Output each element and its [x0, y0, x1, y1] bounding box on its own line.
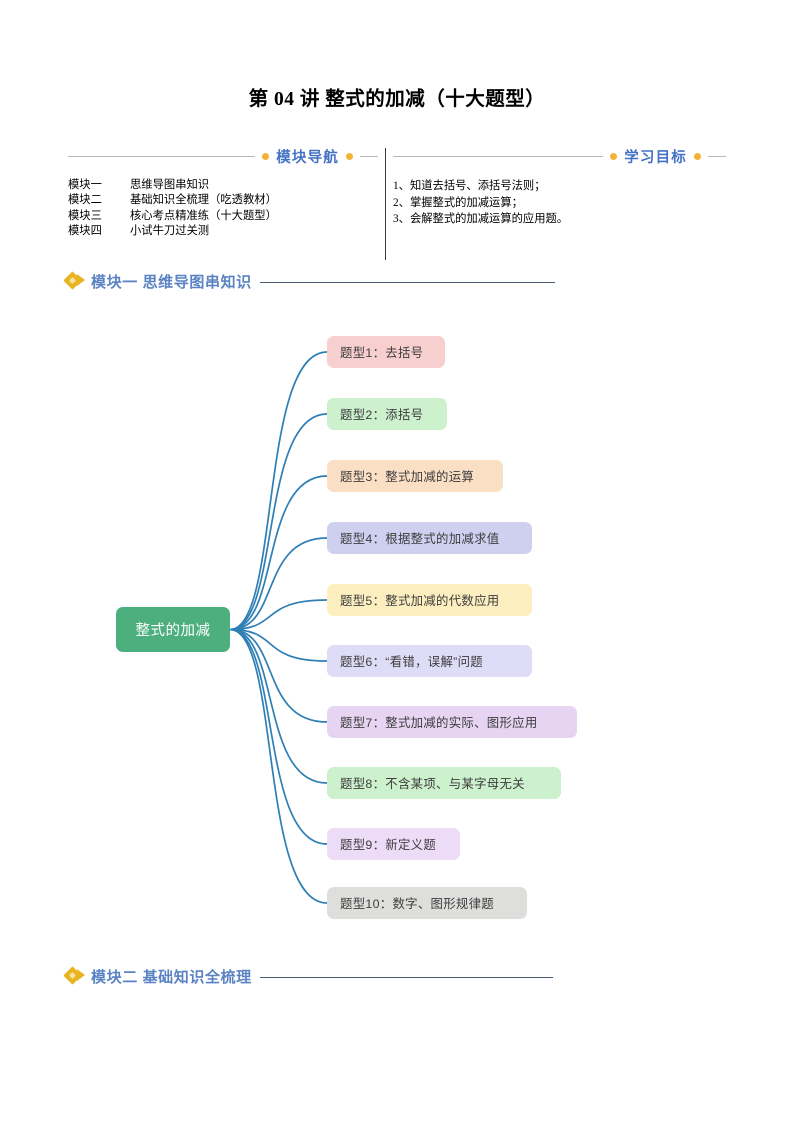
learning-goals-list: 1、知道去括号、添括号法则； 2、掌握整式的加减运算； 3、会解整式的加减运算的…: [393, 178, 726, 228]
list-item: 模块二 基础知识全梳理（吃透教材）: [68, 193, 378, 208]
bullet-dot-icon: [262, 152, 270, 160]
mindmap-node-label: 题型10：数字、图形规律题: [340, 897, 494, 911]
module-navigation-panel: 模块导航 模块一 思维导图串知识 模块二 基础知识全梳理（吃透教材） 模块三 核…: [68, 145, 378, 239]
header-area: 模块导航 模块一 思维导图串知识 模块二 基础知识全梳理（吃透教材） 模块三 核…: [68, 145, 726, 263]
mindmap-node-label: 题型8：不含某项、与某字母无关: [340, 777, 525, 791]
mindmap-root-label: 整式的加减: [135, 623, 211, 639]
module-key: 模块二: [68, 194, 102, 207]
module-value: 基础知识全梳理（吃透教材）: [130, 194, 277, 207]
heading-rule-left: [68, 155, 256, 157]
list-item: 模块四 小试牛刀过关测: [68, 224, 378, 239]
module-value: 核心考点精准练（十大题型）: [130, 209, 277, 222]
list-item: 3、会解整式的加减运算的应用题。: [393, 213, 569, 225]
module-value: 思维导图串知识: [130, 179, 210, 191]
mindmap-node-3[interactable]: 题型3：整式加减的运算: [327, 460, 503, 492]
mindmap-node-10[interactable]: 题型10：数字、图形规律题: [327, 887, 527, 919]
mindmap-node-label: 题型2：添括号: [340, 408, 424, 422]
heading-rule-left: [393, 155, 604, 157]
mindmap-node-7[interactable]: 题型7：整式加减的实际、图形应用: [327, 706, 577, 738]
mindmap-node-9[interactable]: 题型9：新定义题: [327, 828, 460, 860]
module-key: 模块三: [68, 209, 102, 222]
mindmap-connectors: [229, 351, 328, 904]
mindmap-node-label: 题型6：“看错，误解”问题: [340, 655, 483, 669]
learning-goals-panel: 学习目标 1、知道去括号、添括号法则； 2、掌握整式的加减运算； 3、会解整式的…: [393, 145, 726, 228]
mindmap-node-8[interactable]: 题型8：不含某项、与某字母无关: [327, 767, 561, 799]
mindmap-node-2[interactable]: 题型2：添括号: [327, 398, 447, 430]
section-heading-module-1: 模块一 思维导图串知识: [63, 268, 706, 294]
list-item: 模块一 思维导图串知识: [68, 178, 378, 193]
section-heading-module-2: 模块二 基础知识全梳理: [63, 963, 706, 989]
module-key: 模块四: [68, 224, 102, 237]
list-item: 模块三 核心考点精准练（十大题型）: [68, 209, 378, 224]
module-value: 小试牛刀过关测: [130, 224, 210, 237]
mindmap-node-label: 题型3：整式加减的运算: [340, 470, 475, 484]
module-key: 模块一: [68, 179, 102, 191]
mindmap-node-6[interactable]: 题型6：“看错，误解”问题: [327, 645, 532, 677]
module-navigation-heading: 模块导航: [68, 145, 378, 167]
mindmap-node-label: 题型9：新定义题: [340, 838, 437, 852]
mindmap-node-label: 题型5：整式加减的代数应用: [340, 594, 500, 608]
list-item: 2、掌握整式的加减运算；: [393, 196, 523, 209]
header-divider: [385, 148, 386, 260]
heading-rule-right: [708, 155, 726, 157]
bullet-dot-icon: [610, 152, 618, 160]
learning-goals-heading: 学习目标: [393, 145, 726, 167]
mindmap-node-label: 题型4：根据整式的加减求值: [340, 532, 500, 546]
heading-rule-right: [360, 155, 378, 157]
mindmap-node-label: 题型7：整式加减的实际、图形应用: [340, 716, 538, 730]
section-title: 模块一 思维导图串知识: [91, 273, 252, 291]
mindmap-node-5[interactable]: 题型5：整式加减的代数应用: [327, 584, 532, 616]
list-item: 1、知道去括号、添括号法则；: [393, 180, 546, 192]
section-rule: [259, 281, 555, 283]
bullet-dot-icon: [346, 152, 353, 160]
page-title: 第 04 讲 整式的加减（十大题型）: [248, 89, 546, 110]
double-diamond-icon: [63, 966, 88, 985]
bullet-dot-icon: [694, 152, 701, 160]
mindmap-node-1[interactable]: 题型1：去括号: [327, 336, 445, 368]
mindmap-node-4[interactable]: 题型4：根据整式的加减求值: [327, 522, 532, 554]
module-navigation-list: 模块一 思维导图串知识 模块二 基础知识全梳理（吃透教材） 模块三 核心考点精准…: [68, 178, 378, 239]
mindmap: 整式的加减 题型1：去括号 题型2：添括号 题型3：整式加减的运算 题型4：根据…: [0, 300, 794, 950]
section-title: 模块二 基础知识全梳理: [91, 968, 252, 986]
mindmap-root-node: 整式的加减: [116, 607, 230, 652]
learning-goals-title: 学习目标: [624, 149, 687, 166]
module-navigation-title: 模块导航: [276, 149, 339, 166]
double-diamond-icon: [63, 271, 88, 290]
section-rule: [259, 976, 553, 978]
mindmap-node-label: 题型1：去括号: [340, 346, 424, 360]
